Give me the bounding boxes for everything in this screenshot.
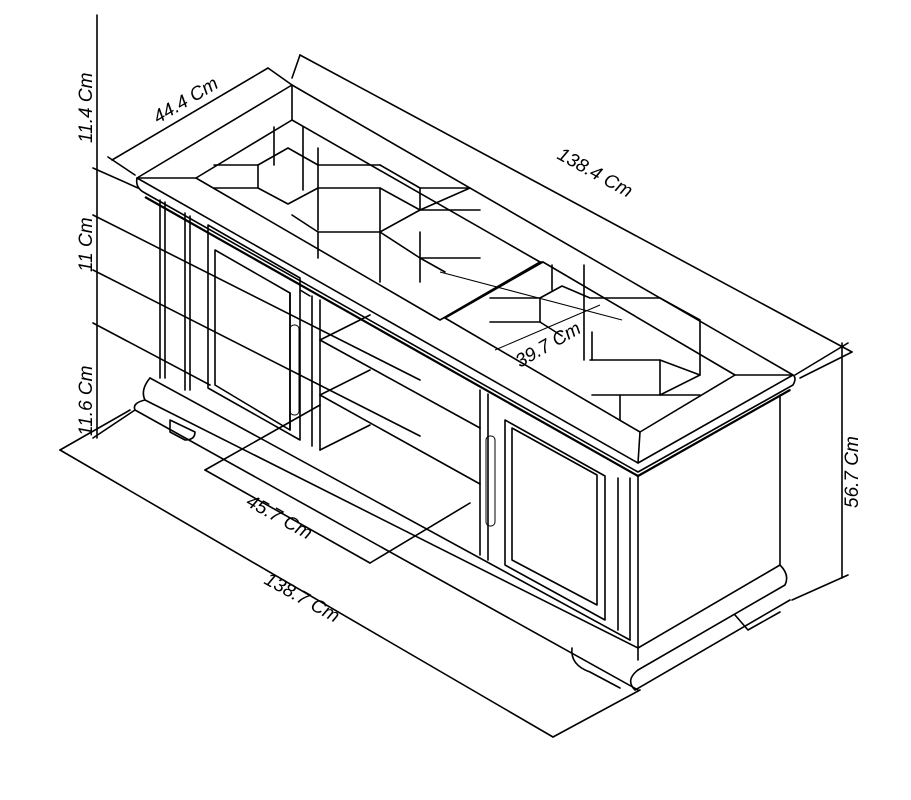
label-plinth-height: 11.6 Cm: [76, 366, 97, 436]
label-shelf-width: 45.7 Cm: [243, 491, 316, 544]
cabinet-front: [133, 199, 639, 691]
dimension-lines: [59, 14, 853, 738]
label-top-thickness: 11.4 Cm: [76, 73, 97, 143]
label-overall-height: 56.7 Cm: [842, 436, 863, 508]
label-inner-width: 39.7 Cm: [512, 318, 585, 372]
label-base-width: 138.7 Cm: [261, 569, 343, 627]
cabinet-side: [629, 389, 791, 691]
dimension-labels: 11.4 Cm 44.4 Cm 138.4 Cm 11 Cm 11.6 Cm 3…: [76, 73, 863, 628]
label-upper-section: 11 Cm: [76, 217, 97, 272]
label-top-width: 138.4 Cm: [554, 144, 636, 202]
